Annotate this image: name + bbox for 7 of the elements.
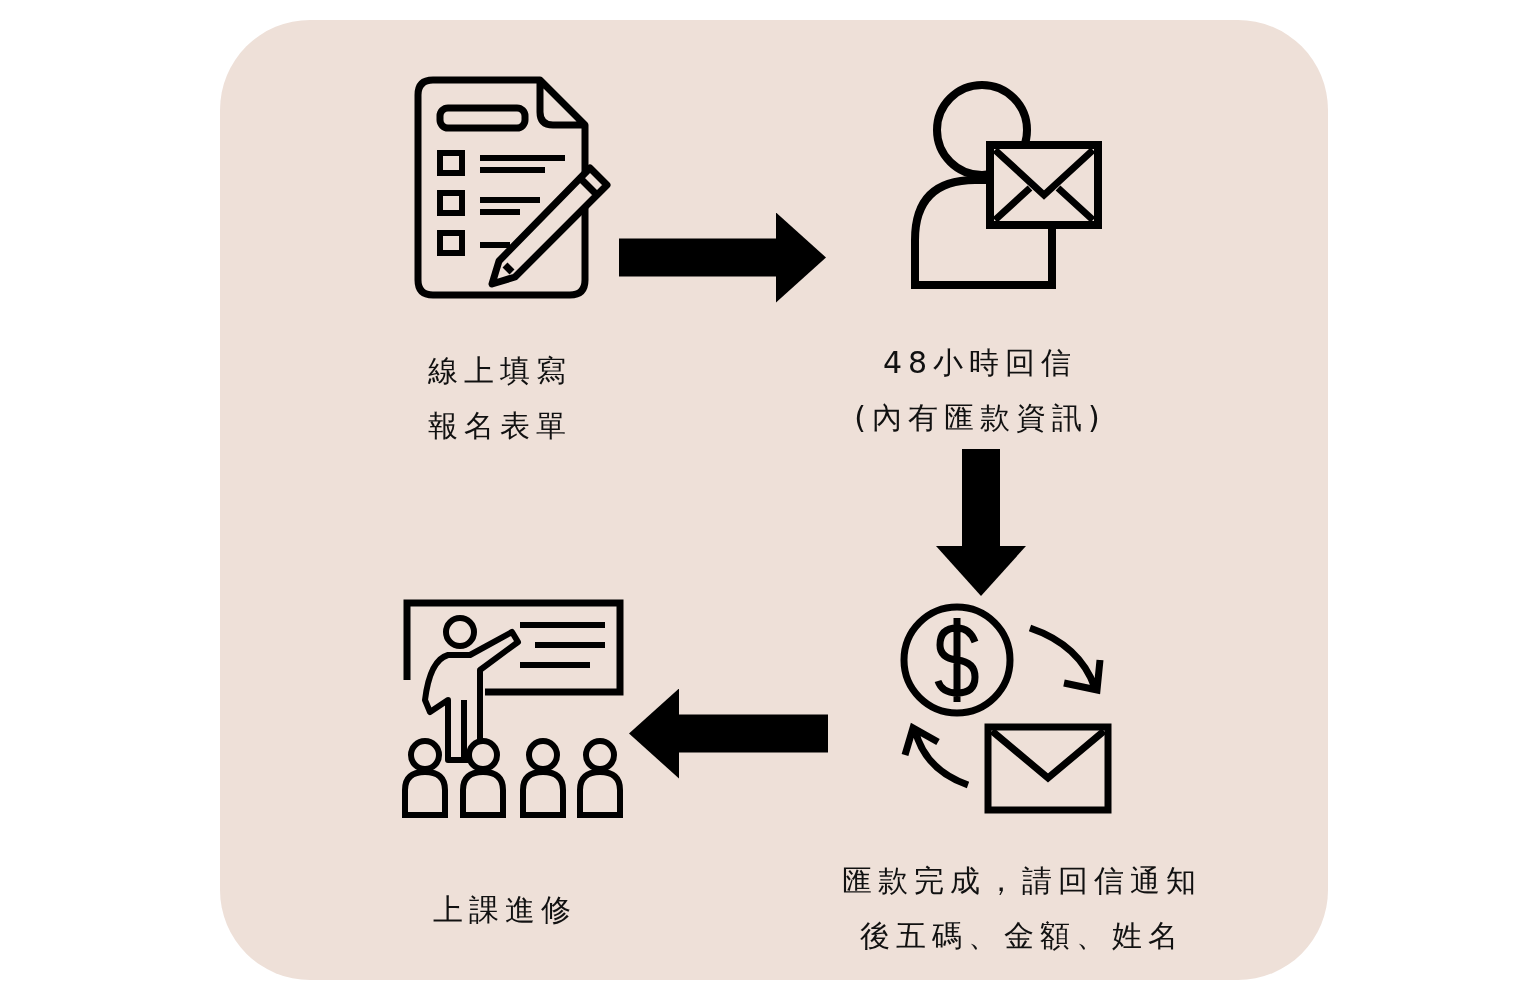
step-caption: 線上填寫報名表單 — [427, 352, 573, 445]
arrow — [936, 449, 1026, 596]
step-caption: 上課進修 — [432, 891, 578, 929]
arrow — [629, 688, 828, 779]
arrow — [619, 212, 826, 303]
step-caption: 48小時回信 (內有匯款資訊) — [853, 344, 1107, 437]
step-caption: 匯款完成，請回信通知後五碼、金額、姓名 — [841, 862, 1203, 955]
